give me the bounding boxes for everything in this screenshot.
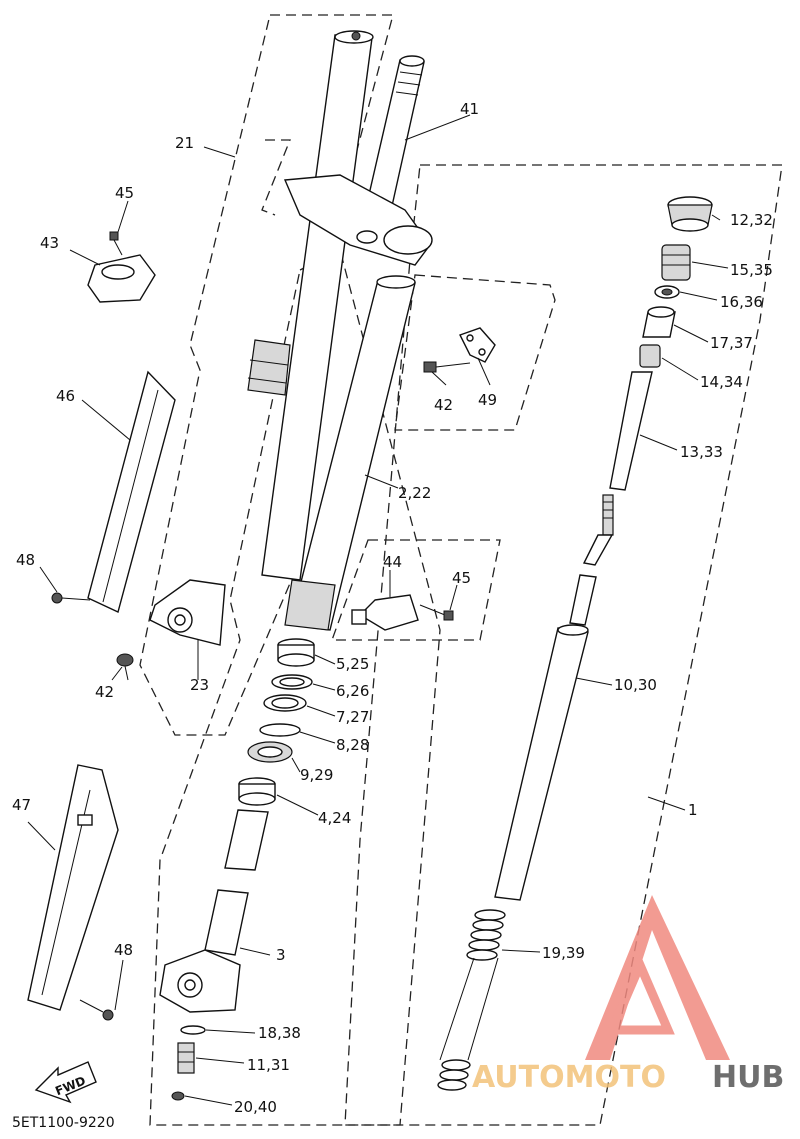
bolt-48-lower [79, 999, 114, 1021]
nut-16-36 [654, 285, 680, 299]
bushing-5-25 [277, 638, 315, 667]
fwd-arrow-icon: FWD [34, 1061, 97, 1104]
label-17-37: 17,37 [710, 334, 753, 352]
clamp-43 [87, 254, 156, 303]
label-12-32: 12,32 [730, 211, 773, 229]
label-13-33: 13,33 [680, 443, 723, 461]
label-45-upper: 45 [115, 184, 134, 202]
label-47: 47 [12, 796, 31, 814]
spacer-14-34 [639, 344, 661, 368]
label-48-lower: 48 [114, 941, 133, 959]
label-46: 46 [56, 387, 75, 405]
outer-tube-21 [149, 30, 374, 646]
label-8-28: 8,28 [336, 736, 369, 754]
label-21: 21 [175, 134, 194, 152]
label-10-30: 10,30 [614, 676, 657, 694]
axle-holder-3 [159, 809, 269, 1013]
label-42-lower: 42 [95, 683, 114, 701]
label-9-29: 9,29 [300, 766, 333, 784]
clip-8-28 [259, 723, 301, 737]
label-5-25: 5,25 [336, 655, 369, 673]
damper-rod-threaded [582, 494, 614, 566]
damper-cylinder-10-30 [494, 574, 597, 901]
rod-13-33 [609, 371, 653, 491]
label-23: 23 [190, 676, 209, 694]
label-1: 1 [688, 801, 698, 819]
label-44: 44 [383, 553, 402, 571]
clamp-bolt-group-boundary [394, 274, 556, 431]
fork-guard-47 [27, 764, 119, 1011]
adjuster-15-35 [661, 244, 691, 281]
outer-tube-group-boundary [139, 14, 394, 736]
lower-clamp-group-boundary [331, 539, 501, 641]
upper-clamp-boundary [261, 139, 291, 216]
label-6-26: 6,26 [336, 682, 369, 700]
label-19-39: 19,39 [542, 944, 585, 962]
logo-word-hub: HUB [712, 1060, 784, 1095]
leader-lines [27, 114, 729, 1106]
clamp-44 [351, 594, 419, 631]
spring-19-39 [437, 909, 506, 1091]
label-4-24: 4,24 [318, 809, 351, 827]
label-43: 43 [40, 234, 59, 252]
label-42-clamp: 42 [434, 396, 453, 414]
fork-guard-46 [87, 370, 176, 613]
bolt-42-lower [116, 653, 134, 681]
label-45-lower: 45 [452, 569, 471, 587]
lower-group-boundary [149, 249, 441, 1126]
label-18-38: 18,38 [258, 1024, 301, 1042]
cap-bolt-12-32 [667, 196, 713, 232]
bolt-11-31 [177, 1042, 195, 1074]
label-41: 41 [460, 100, 479, 118]
damper-group-boundary [344, 164, 783, 1126]
label-49: 49 [478, 391, 497, 409]
label-2-22: 2,22 [398, 484, 431, 502]
diagram-code: 5ET1100-9220 [12, 1115, 115, 1131]
bolt-45-left [109, 231, 123, 256]
dust-seal-9-29 [247, 741, 293, 763]
label-7-27: 7,27 [336, 708, 369, 726]
bracket-49 [459, 327, 496, 363]
label-14-34: 14,34 [700, 373, 743, 391]
washer-6-26 [271, 674, 313, 690]
label-11-31: 11,31 [247, 1056, 290, 1074]
label-15-35: 15,35 [730, 261, 773, 279]
bolt-48-upper [51, 592, 91, 604]
bolt-45-right [419, 604, 454, 621]
seal-7-27 [263, 694, 307, 712]
inner-tube-2-22 [284, 275, 416, 631]
washer-20-40 [171, 1091, 185, 1101]
automotohub-logo: AUTOMOTO HUB [472, 895, 784, 1095]
label-16-36: 16,36 [720, 293, 763, 311]
collar-17-37 [642, 306, 676, 338]
bushing-4-24 [238, 777, 276, 806]
bolt-42-upper [423, 361, 471, 373]
logo-word-automoto: AUTOMOTO [472, 1060, 666, 1095]
oring-18-38 [180, 1025, 206, 1035]
steering-stem-41 [283, 55, 433, 266]
label-3: 3 [276, 946, 286, 964]
label-20-40: 20,40 [234, 1098, 277, 1116]
label-48-upper: 48 [16, 551, 35, 569]
